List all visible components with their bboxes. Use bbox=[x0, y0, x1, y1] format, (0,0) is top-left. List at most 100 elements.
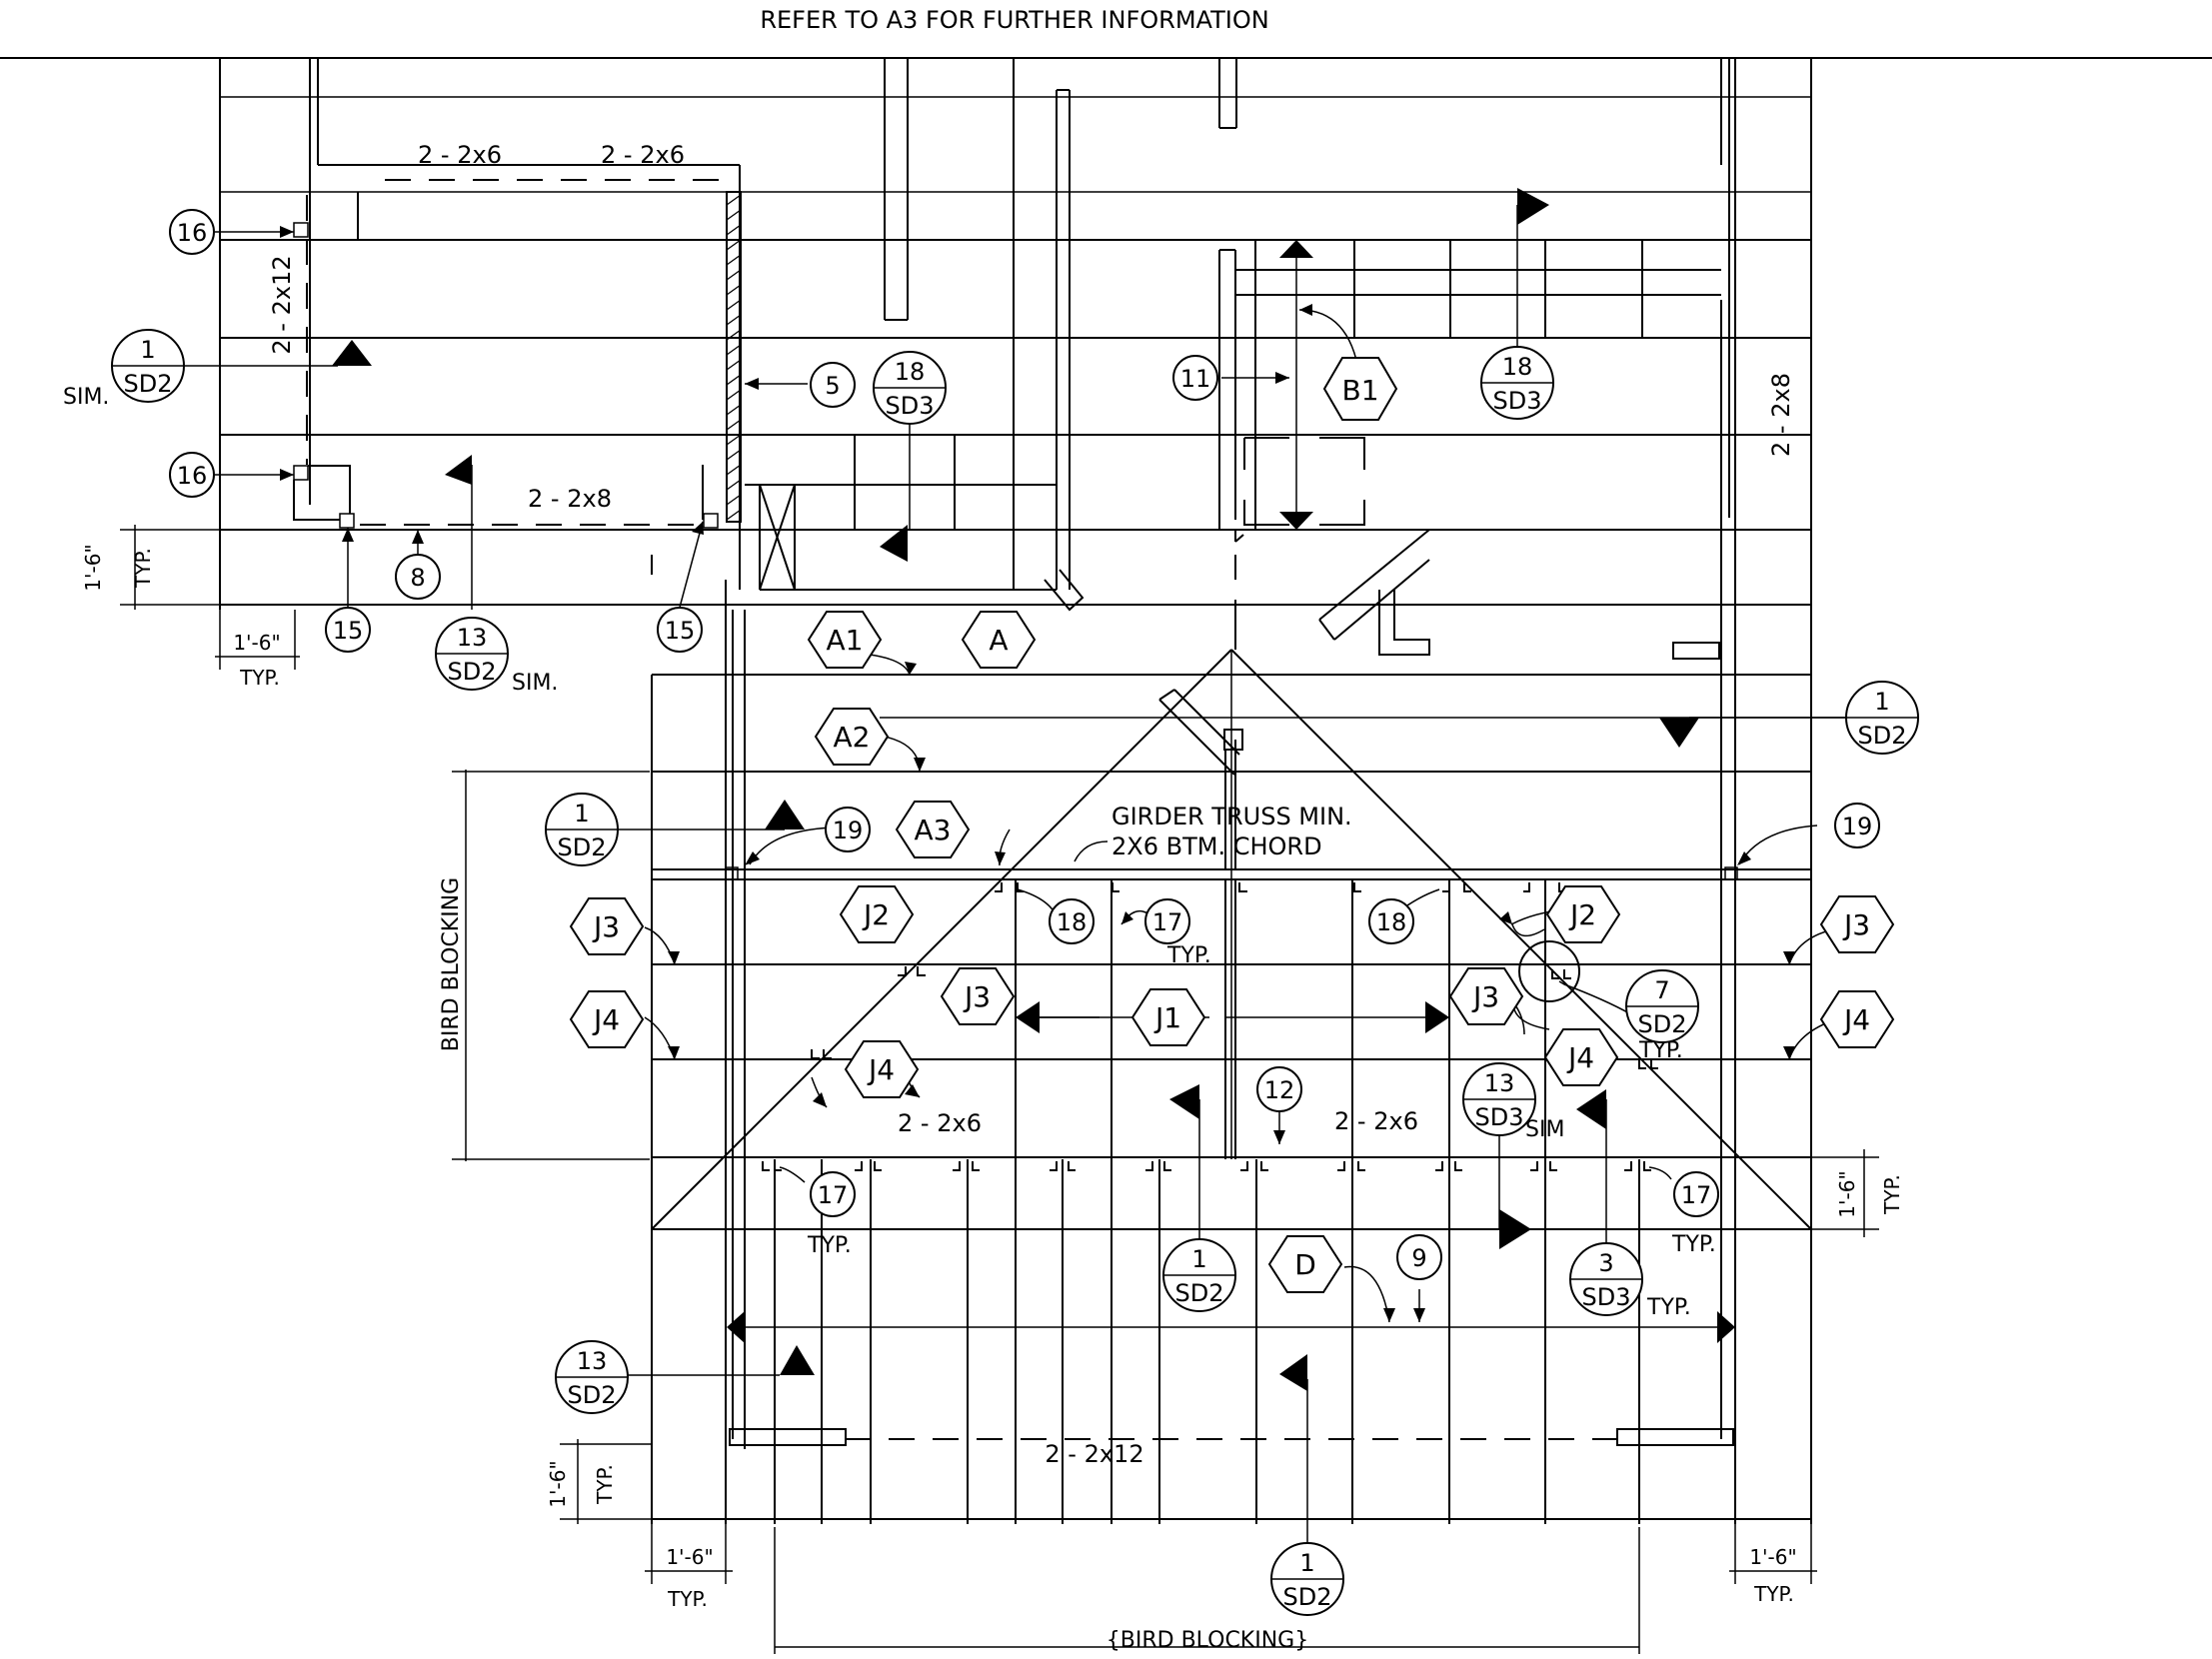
section-ref-bottom: SD2 bbox=[1175, 1279, 1224, 1307]
keynote-label: 16 bbox=[177, 462, 208, 490]
dimensions: 1'-6" TYP. 1'-6" TYP. 1'-6" TYP. 1'-6" T… bbox=[81, 525, 1904, 1611]
keynote-circle bbox=[395, 554, 441, 600]
section-ref-top: 1 bbox=[1299, 1549, 1314, 1577]
hex-tag-label: J2 bbox=[1568, 898, 1596, 931]
keynote-circle bbox=[810, 362, 856, 408]
section-ref-bottom: SD2 bbox=[1283, 1583, 1332, 1611]
hex-tag-label: A1 bbox=[827, 624, 864, 657]
section-ref-top: 7 bbox=[1654, 976, 1669, 1004]
keynote-label: 5 bbox=[825, 372, 840, 400]
section-ref-top: 1 bbox=[574, 800, 589, 828]
bird-blocking-horizontal: {BIRD BLOCKING} bbox=[1106, 1628, 1308, 1653]
section-ref-bottom: SD2 bbox=[448, 658, 497, 686]
section-flags bbox=[332, 188, 1699, 1391]
keynote-label: 16 bbox=[177, 219, 208, 247]
keynote-circles: 16 16 5 8 15 15 11 19 19 18 17 18 12 17 … bbox=[169, 209, 1880, 1280]
section-ref-top: 13 bbox=[1484, 1069, 1515, 1097]
section-ref-bottom: SD3 bbox=[886, 392, 935, 420]
bird-blocking-vertical: BIRD BLOCKING bbox=[439, 877, 464, 1051]
header-2-2x6-b: 2 - 2x6 bbox=[601, 141, 685, 169]
keynote-label: 17 bbox=[1152, 908, 1183, 936]
section-ref-bottom: SD2 bbox=[558, 833, 607, 861]
typ-right-v: TYP. bbox=[1880, 1174, 1904, 1215]
section-ref-top: 3 bbox=[1598, 1249, 1613, 1277]
section-ref-top: 18 bbox=[1502, 353, 1533, 381]
bearing-marks bbox=[762, 882, 1658, 1171]
keynote-circle bbox=[810, 1171, 856, 1217]
section-ref-bottom: SD2 bbox=[568, 1381, 617, 1409]
girder-note-line2: 2X6 BTM. CHORD bbox=[1111, 832, 1322, 860]
keynote-circle bbox=[1172, 355, 1218, 401]
header-2-2x12-horizontal: 2 - 2x12 bbox=[1045, 1440, 1143, 1468]
keynote-label: 19 bbox=[833, 817, 864, 844]
keynote-circle bbox=[1049, 898, 1095, 944]
header-2-2x6-d: 2 - 2x6 bbox=[1334, 1107, 1418, 1135]
dim-1-6-right-v: 1'-6" bbox=[1835, 1170, 1859, 1217]
keynote-label: 9 bbox=[1411, 1244, 1426, 1272]
typ-upper-left-v: TYP. bbox=[131, 548, 155, 589]
keynote-circle bbox=[1396, 1234, 1442, 1280]
section-ref-bottom: SD3 bbox=[1475, 1103, 1524, 1131]
sim-label-mid: SIM. bbox=[512, 671, 558, 696]
top-note: REFER TO A3 FOR FURTHER INFORMATION bbox=[760, 6, 1268, 34]
header-2-2x6-c: 2 - 2x6 bbox=[898, 1109, 982, 1137]
section-ref-bottom: SD2 bbox=[1858, 722, 1907, 750]
hex-tag-label: J3 bbox=[963, 980, 991, 1013]
keynote-circle bbox=[169, 452, 215, 498]
keynote-label: 18 bbox=[1057, 908, 1088, 936]
dashed-beams bbox=[306, 140, 1730, 1440]
sim-label-right: SIM bbox=[1525, 1117, 1564, 1142]
keynote-label: 17 bbox=[818, 1181, 849, 1209]
keynote-label: 12 bbox=[1264, 1076, 1295, 1104]
hex-tag-label: A bbox=[989, 624, 1008, 657]
hex-tag-label: J3 bbox=[1842, 908, 1870, 941]
keynote-circle bbox=[1834, 803, 1880, 848]
keynote-circle bbox=[1144, 898, 1190, 944]
section-ref-top: 18 bbox=[895, 358, 926, 386]
typ-lower-left-v: TYP. bbox=[593, 1464, 617, 1505]
section-ref-top: 1 bbox=[140, 336, 155, 364]
hex-tag-label: J1 bbox=[1153, 1001, 1181, 1034]
hex-tag-label: J4 bbox=[1566, 1041, 1594, 1074]
dim-1-6-upper-left-h: 1'-6" bbox=[233, 631, 280, 655]
hex-tag-label: A3 bbox=[915, 814, 952, 846]
header-2-2x8-vertical: 2 - 2x8 bbox=[1767, 373, 1795, 457]
section-ref-top: 13 bbox=[457, 624, 488, 652]
typ-17-b: TYP. bbox=[807, 1233, 852, 1258]
section-ref-top: 1 bbox=[1874, 688, 1889, 716]
hex-tag-label: A2 bbox=[834, 721, 871, 754]
keynote-circle bbox=[657, 607, 703, 653]
typ-17-a: TYP. bbox=[1166, 943, 1211, 968]
section-ref-top: 1 bbox=[1191, 1245, 1206, 1273]
hex-tags: B1 A1 A A2 A3 J2 J2 J3 J3 J3 J3 J4 J4 J4… bbox=[569, 357, 1895, 1293]
arrowheads bbox=[280, 226, 1795, 1343]
section-ref-bottom: SD3 bbox=[1582, 1283, 1631, 1311]
sim-label-left: SIM. bbox=[63, 385, 109, 410]
header-2-2x6-a: 2 - 2x6 bbox=[418, 141, 502, 169]
frame-lines bbox=[219, 58, 1812, 1524]
header-2-2x8-horizontal: 2 - 2x8 bbox=[528, 485, 612, 513]
keynote-label: 11 bbox=[1180, 365, 1211, 393]
hex-tag-label: J4 bbox=[1842, 1003, 1870, 1036]
keynote-circle bbox=[325, 607, 371, 653]
keynote-circle bbox=[169, 209, 215, 255]
typ-17-c: TYP. bbox=[1671, 1232, 1716, 1257]
dim-1-6-lower-right-h: 1'-6" bbox=[1749, 1545, 1796, 1569]
keynote-label: 15 bbox=[333, 617, 364, 645]
keynote-circle bbox=[1673, 1171, 1719, 1217]
section-ref-bottom: SD3 bbox=[1493, 387, 1542, 415]
hex-tag-label: J2 bbox=[862, 898, 890, 931]
keynote-circle bbox=[1368, 898, 1414, 944]
keynote-label: 19 bbox=[1842, 813, 1873, 840]
typ-lower-right-h: TYP. bbox=[1753, 1582, 1794, 1606]
hex-tag-label: D bbox=[1294, 1248, 1316, 1281]
hex-tag-label: B1 bbox=[1341, 374, 1378, 407]
hex-tag-label: J3 bbox=[1471, 980, 1499, 1013]
dim-1-6-lower-left-v: 1'-6" bbox=[546, 1460, 570, 1507]
typ-upper-left-h: TYP. bbox=[239, 666, 280, 690]
typ-3: TYP. bbox=[1646, 1295, 1691, 1320]
section-ref-bottom: SD2 bbox=[124, 370, 173, 398]
keynote-label: 15 bbox=[665, 617, 696, 645]
keynote-circle bbox=[1256, 1066, 1302, 1112]
